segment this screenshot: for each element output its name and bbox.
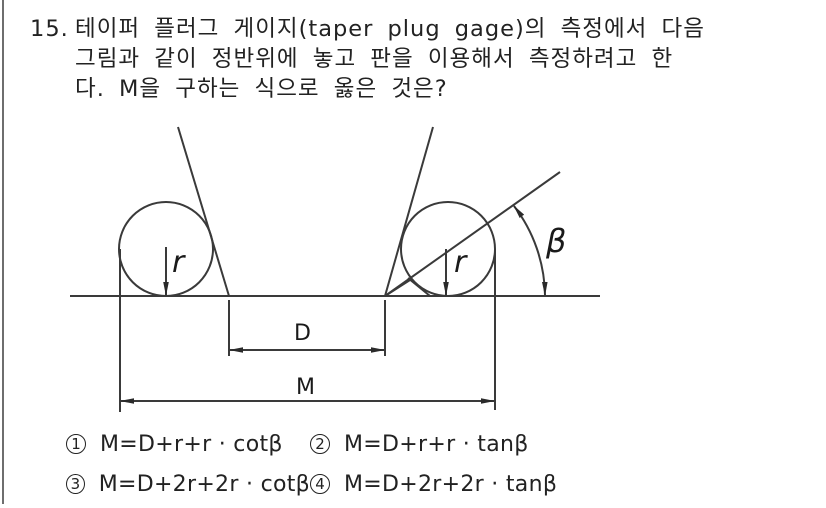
question-line-2: 그림과 같이 정반위에 놓고 판을 이용해서 측정하려고 한 <box>75 46 674 72</box>
option-marker-3: 3 <box>66 474 85 494</box>
angle-ray-line <box>384 171 561 297</box>
option-marker-1: 1 <box>66 434 86 454</box>
helper-line-2 <box>407 277 431 297</box>
option-2[interactable]: 2 M=D+r+r · tanβ <box>310 432 529 457</box>
option-text-3: M=D+2r+2r · cotβ <box>98 471 310 497</box>
question-text-1: 테이퍼 플러그 게이지(taper plug gage)의 측정에서 다음 <box>75 16 705 42</box>
question-line-1: 15.테이퍼 플러그 게이지(taper plug gage)의 측정에서 다음 <box>30 14 810 44</box>
options-row-1: 1 M=D+r+r · cotβ 2 M=D+r+r · tanβ <box>66 424 766 464</box>
d-label: D <box>294 321 311 346</box>
answer-options: 1 M=D+r+r · cotβ 2 M=D+r+r · tanβ 3 M=D+… <box>66 424 766 504</box>
option-marker-4: 4 <box>310 474 330 494</box>
option-text-1: M=D+r+r · cotβ <box>100 431 283 457</box>
beta-angle-arc <box>513 205 548 296</box>
right-roller-circle <box>400 201 496 297</box>
question-block: 15.테이퍼 플러그 게이지(taper plug gage)의 측정에서 다음… <box>30 14 810 104</box>
m-label: M <box>296 375 315 400</box>
option-1[interactable]: 1 M=D+r+r · cotβ <box>66 432 310 457</box>
left-taper-line <box>177 126 230 297</box>
option-4[interactable]: 4 M=D+2r+2r · tanβ <box>310 472 557 497</box>
question-line-3: 다. M을 구하는 식으로 옳은 것은? <box>75 76 448 102</box>
option-text-4: M=D+2r+2r · tanβ <box>344 471 558 497</box>
page-left-border <box>2 0 4 504</box>
right-radius-label: r <box>454 245 468 280</box>
left-radius-label: r <box>172 245 186 280</box>
options-row-2: 3 M=D+2r+2r · cotβ 4 M=D+2r+2r · tanβ <box>66 464 766 504</box>
question-number: 15. <box>30 16 69 42</box>
option-3[interactable]: 3 M=D+2r+2r · cotβ <box>66 472 310 497</box>
option-marker-2: 2 <box>310 434 330 454</box>
right-taper-line <box>384 126 434 297</box>
beta-label: β <box>545 222 566 260</box>
option-text-2: M=D+r+r · tanβ <box>344 431 529 457</box>
helper-line <box>384 279 411 297</box>
